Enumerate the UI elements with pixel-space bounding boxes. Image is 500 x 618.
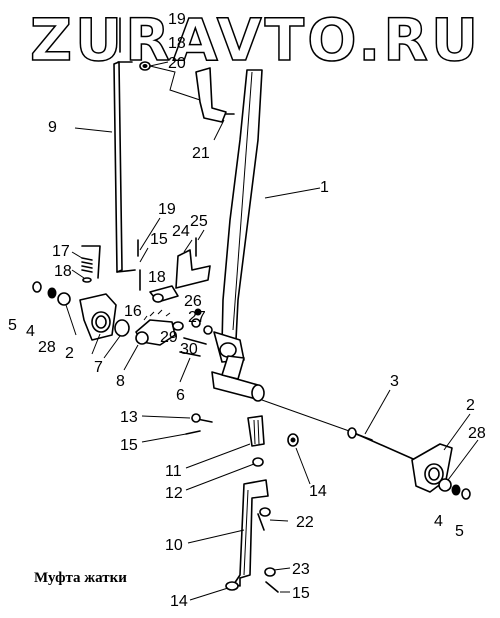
callout-29: 29 xyxy=(160,329,178,346)
callout-14-bottom: 14 xyxy=(170,593,188,610)
callout-4-left: 4 xyxy=(26,323,35,340)
callout-23: 23 xyxy=(292,561,310,578)
callout-15-bottom: 15 xyxy=(292,585,310,602)
center-bracket xyxy=(137,237,211,303)
left-washers xyxy=(32,281,71,306)
upper-bracket xyxy=(139,61,235,123)
callout-14-top: 14 xyxy=(309,483,327,500)
callout-10: 10 xyxy=(165,537,183,554)
callout-5-left: 5 xyxy=(8,317,17,334)
callout-22: 22 xyxy=(296,514,314,531)
pins-and-rollers xyxy=(172,308,213,357)
callout-19-center: 19 xyxy=(158,201,176,218)
callout-3: 3 xyxy=(390,373,399,390)
callout-25: 25 xyxy=(190,213,208,230)
watermark-text: ZURAVTO.RU xyxy=(30,6,481,74)
main-lever xyxy=(211,69,265,402)
callout-12: 12 xyxy=(165,485,183,502)
diagram-caption: Муфта жатки xyxy=(34,570,127,586)
callout-24: 24 xyxy=(172,223,190,240)
spring xyxy=(81,245,101,283)
callout-13: 13 xyxy=(120,409,138,426)
leader-lines xyxy=(65,61,479,601)
linkage-rod xyxy=(113,61,136,273)
callout-11: 11 xyxy=(165,463,182,480)
callout-2-right: 2 xyxy=(466,397,475,414)
callout-labels: 1 2 2 3 4 4 5 5 6 7 8 9 10 11 12 13 14 1… xyxy=(8,11,486,610)
lower-rod xyxy=(225,479,279,593)
callout-15-left: 15 xyxy=(120,437,138,454)
sprocket-arm xyxy=(135,309,176,346)
callout-17: 17 xyxy=(52,243,70,260)
callout-26: 26 xyxy=(184,293,202,310)
callout-5-right: 5 xyxy=(455,523,464,540)
cross-shaft xyxy=(261,399,421,463)
callout-16: 16 xyxy=(124,303,142,320)
callout-20: 20 xyxy=(168,55,186,72)
callout-28-right: 28 xyxy=(468,425,486,442)
clevis xyxy=(185,413,299,467)
right-washers xyxy=(438,478,471,500)
callout-4-right: 4 xyxy=(434,513,443,530)
callout-18-left: 18 xyxy=(54,263,72,280)
callout-18-top: 18 xyxy=(168,35,186,52)
callout-27: 27 xyxy=(188,309,206,326)
callout-8: 8 xyxy=(116,373,125,390)
callout-2-left: 2 xyxy=(65,345,74,362)
callout-21: 21 xyxy=(192,145,210,162)
callout-15-center: 15 xyxy=(150,231,168,248)
callout-28-left: 28 xyxy=(38,339,56,356)
callout-1: 1 xyxy=(320,179,329,196)
left-flange xyxy=(79,293,117,341)
callout-9: 9 xyxy=(48,119,57,136)
callout-7: 7 xyxy=(94,359,103,376)
callout-6: 6 xyxy=(176,387,185,404)
callout-18-center: 18 xyxy=(148,269,166,286)
bushing xyxy=(114,319,130,337)
callout-19-top: 19 xyxy=(168,11,186,28)
callout-30: 30 xyxy=(180,341,198,358)
